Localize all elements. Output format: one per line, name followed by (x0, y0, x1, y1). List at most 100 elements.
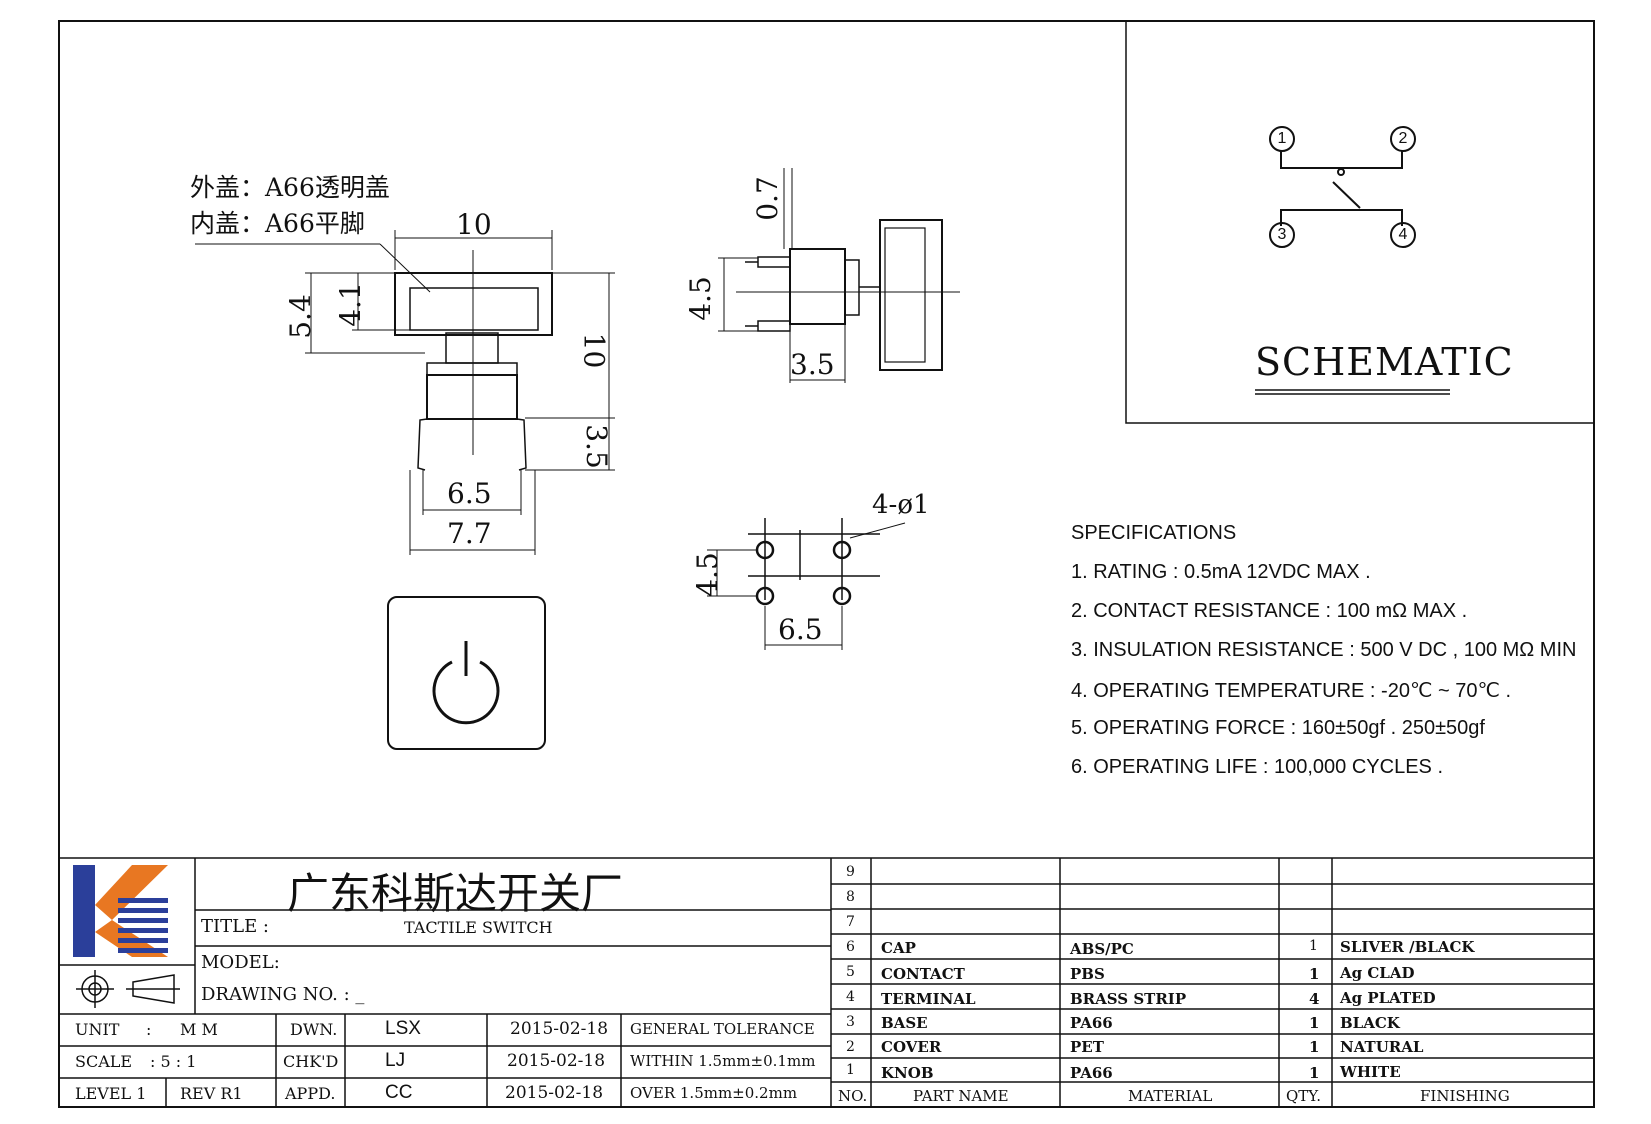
bom-part: COVER (881, 1038, 942, 1056)
drawing-border (58, 20, 1595, 1108)
bom-header-qty: QTY. (1286, 1087, 1322, 1105)
bom-material: PBS (1070, 965, 1105, 983)
dim-inner-cap-height: 4.1 (333, 282, 367, 327)
title-value: TACTILE SWITCH (404, 918, 553, 937)
projection-symbol-icon (76, 970, 180, 1008)
pin-3: 3 (1269, 222, 1295, 248)
pcb-layout (748, 518, 880, 606)
pin-4: 4 (1390, 222, 1416, 248)
bom-no: 1 (846, 1062, 855, 1078)
bom-finishing: Ag PLATED (1340, 989, 1436, 1007)
front-view (394, 250, 553, 471)
spec-heading: SPECIFICATIONS (1071, 522, 1237, 544)
bom-header-part: PART NAME (913, 1087, 1009, 1105)
bom-qty: 1 (1309, 938, 1318, 954)
dwn-name: LSX (385, 1018, 421, 1039)
dim-pin-thickness: 0.7 (750, 176, 784, 221)
chkd-role: CHK'D (283, 1052, 339, 1071)
bom-header-material: MATERIAL (1128, 1087, 1213, 1105)
bom-no: 3 (846, 1014, 855, 1030)
pin-1: 1 (1269, 126, 1295, 152)
bom-material: BRASS STRIP (1070, 990, 1187, 1008)
bom-no: 9 (846, 864, 855, 880)
outer-cap-label: 外盖：A66透明盖 (190, 173, 390, 202)
appd-date: 2015-02-18 (505, 1083, 604, 1103)
dim-pcb-vertical: 4.5 (690, 552, 724, 597)
bom-part: BASE (881, 1014, 928, 1032)
company-logo (73, 865, 168, 957)
model-label: MODEL: (201, 952, 280, 973)
dim-top-width: 10 (456, 208, 492, 241)
bom-finishing: SLIVER /BLACK (1340, 938, 1475, 956)
side-view (736, 219, 960, 371)
dim-overall-cap-height: 5.4 (283, 294, 317, 339)
knob-top-view (387, 596, 546, 750)
bom-header-no: NO. (838, 1087, 868, 1105)
scale-label: SCALE (75, 1052, 133, 1071)
bom-material: PA66 (1070, 1014, 1113, 1032)
bom-no: 7 (846, 914, 855, 930)
dim-total-height: 10 (577, 332, 611, 369)
unit-value: M M (180, 1020, 218, 1039)
dim-pin-spacing: 4.5 (683, 276, 717, 321)
bom-material: PET (1070, 1038, 1104, 1056)
bom-no: 6 (846, 939, 855, 955)
appd-name: CC (385, 1082, 413, 1103)
bom-material: ABS/PC (1070, 940, 1134, 958)
tolerance-heading: GENERAL TOLERANCE (630, 1020, 815, 1038)
inner-cap-label: 内盖：A66平脚 (190, 209, 365, 238)
dim-hole-callout: 4-ø1 (872, 490, 930, 520)
drawing-no-label: DRAWING NO. : _ (201, 984, 365, 1005)
dim-leg-height: 3.5 (579, 424, 613, 469)
schematic-symbol (1255, 150, 1450, 395)
bom-finishing: NATURAL (1340, 1038, 1424, 1056)
level-label: LEVEL 1 (75, 1084, 147, 1103)
dim-pcb-horizontal: 6.5 (778, 613, 823, 646)
tolerance-over: OVER 1.5mm±0.2mm (630, 1084, 798, 1102)
unit-colon: : (146, 1020, 152, 1039)
bom-finishing: BLACK (1340, 1014, 1400, 1032)
bom-part: CAP (881, 939, 916, 957)
rev-label: REV R1 (180, 1084, 243, 1103)
chkd-name: LJ (385, 1050, 406, 1071)
front-dimension-lines (195, 230, 615, 555)
scale-value: : 5 : 1 (150, 1052, 197, 1071)
bom-part: TERMINAL (881, 990, 976, 1008)
tolerance-within: WITHIN 1.5mm±0.1mm (630, 1052, 816, 1070)
schematic-box (1125, 21, 1594, 424)
chkd-date: 2015-02-18 (507, 1051, 606, 1071)
bom-part: KNOB (881, 1064, 934, 1082)
bom-qty: 1 (1309, 1014, 1320, 1032)
spec-item: 4. OPERATING TEMPERATURE : -20℃ ~ 70℃ . (1071, 680, 1512, 702)
bom-qty: 1 (1309, 965, 1320, 983)
unit-label: UNIT (75, 1020, 120, 1039)
bom-finishing: WHITE (1340, 1063, 1401, 1081)
bom-header-finishing: FINISHING (1420, 1087, 1510, 1105)
spec-item: 6. OPERATING LIFE : 100,000 CYCLES . (1071, 756, 1444, 778)
company-name: 广东科斯达开关厂 (287, 869, 624, 918)
bom-no: 4 (846, 989, 855, 1005)
spec-item: 3. INSULATION RESISTANCE : 500 V DC , 10… (1071, 639, 1577, 661)
pcb-dimension-lines (707, 522, 906, 650)
dwn-date: 2015-02-18 (510, 1019, 609, 1039)
dim-leg-span: 7.7 (447, 517, 492, 550)
title-label: TITLE : (201, 916, 270, 937)
schematic-title: SCHEMATIC (1255, 340, 1514, 384)
spec-item: 1. RATING : 0.5mA 12VDC MAX . (1071, 561, 1371, 583)
dim-body-depth: 3.5 (790, 348, 835, 381)
appd-role: APPD. (285, 1084, 336, 1103)
bom-no: 5 (846, 964, 855, 980)
spec-item: 5. OPERATING FORCE : 160±50gf . 250±50gf (1071, 717, 1485, 739)
dwn-role: DWN. (290, 1020, 338, 1039)
title-block-grid (59, 857, 1594, 1107)
bom-part: CONTACT (881, 965, 965, 983)
side-dimension-lines (718, 168, 846, 383)
bom-no: 8 (846, 889, 855, 905)
bom-qty: 4 (1309, 990, 1320, 1008)
bom-material: PA66 (1070, 1064, 1113, 1082)
pin-2: 2 (1390, 126, 1416, 152)
bom-no: 2 (846, 1039, 855, 1055)
bom-qty: 1 (1309, 1038, 1320, 1056)
dim-body-width: 6.5 (447, 477, 492, 510)
